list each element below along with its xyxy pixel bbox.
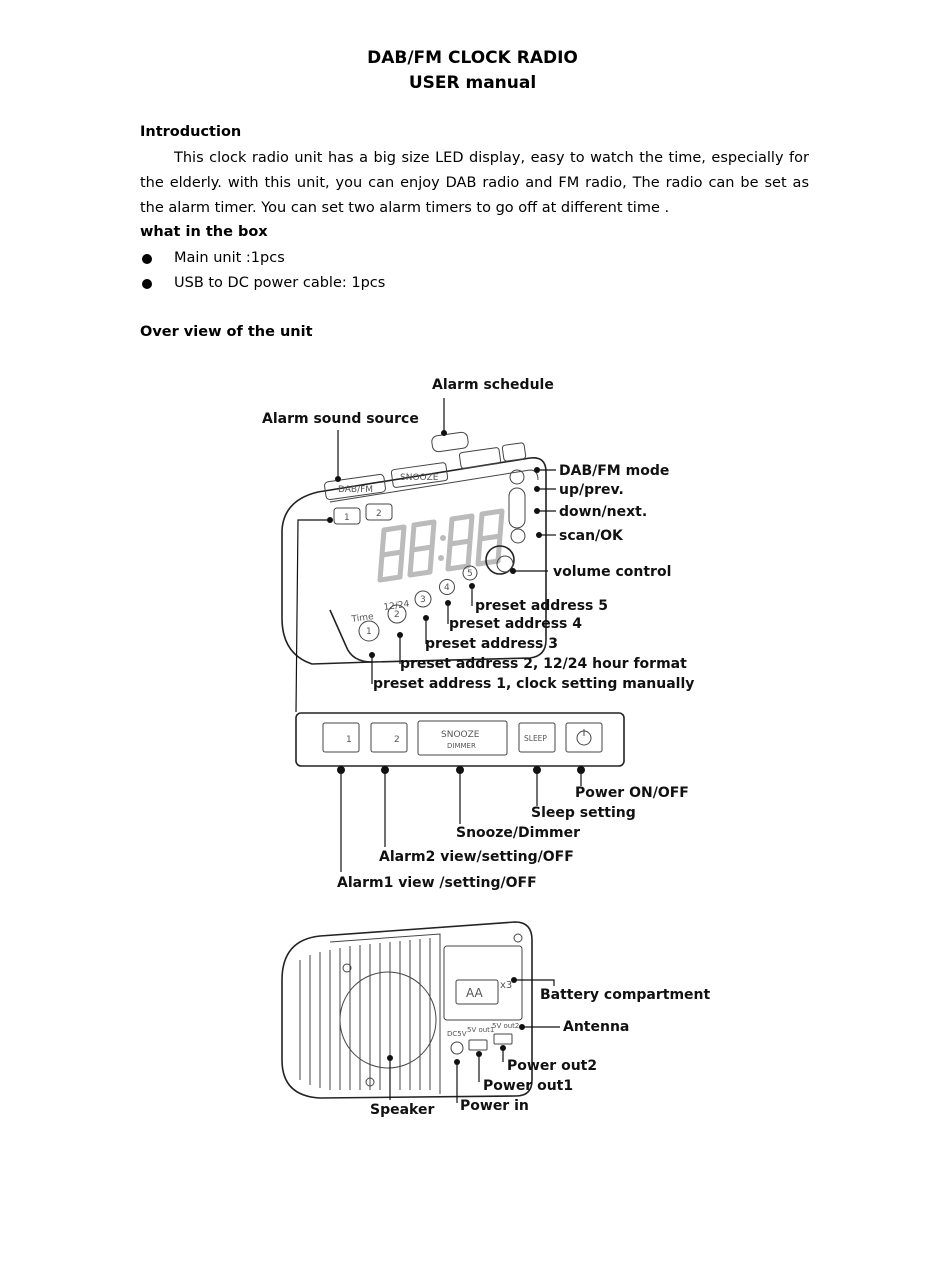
top-button-panel: 1 2 SNOOZE DIMMER SLEEP bbox=[295, 712, 625, 767]
panel-dimmer-mark: DIMMER bbox=[447, 742, 476, 750]
label-volume-control: volume control bbox=[553, 564, 671, 580]
out2-mark: 5V out2 bbox=[492, 1022, 519, 1030]
battery-qty-mark: x3 bbox=[500, 980, 512, 991]
label-power-out2: Power out2 bbox=[507, 1058, 597, 1074]
preset-mark: 4 bbox=[444, 583, 450, 593]
back-callouts: Battery compartment Antenna Power out2 P… bbox=[370, 977, 711, 1118]
box-item-text: USB to DC power cable: 1pcs bbox=[174, 275, 386, 291]
label-alarm2: Alarm2 view/setting/OFF bbox=[379, 849, 574, 865]
label-preset2: preset address 2, 12/24 hour format bbox=[400, 656, 687, 672]
battery-mark: AA bbox=[466, 986, 484, 1000]
label-up-prev: up/prev. bbox=[559, 482, 624, 498]
out1-mark: 5V out1 bbox=[467, 1026, 494, 1034]
speaker-grille bbox=[299, 938, 437, 1090]
label-scan-ok: scan/OK bbox=[559, 528, 624, 544]
introduction-paragraph: This clock radio unit has a big size LED… bbox=[140, 150, 809, 216]
back-view-illustration: AA x3 DC5V 5V out1 5V out2 bbox=[281, 921, 533, 1099]
top-dabfm-mark: DAB/FM bbox=[338, 485, 373, 495]
label-power-out1: Power out1 bbox=[483, 1078, 573, 1094]
label-sleep: Sleep setting bbox=[531, 805, 636, 821]
panel-alarm2-mark: 2 bbox=[394, 735, 400, 745]
format-mark: 12/24 bbox=[383, 599, 410, 613]
preset-mark: 2 bbox=[394, 610, 400, 620]
label-preset1: preset address 1, clock setting manually bbox=[373, 676, 694, 692]
document-title-line1: DAB/FM CLOCK RADIO bbox=[367, 48, 578, 68]
document-title-line2: USER manual bbox=[408, 73, 537, 93]
top-snooze-mark: SNOOZE bbox=[400, 473, 439, 483]
label-dab-fm-mode: DAB/FM mode bbox=[559, 463, 669, 479]
front-alarm1-mark: 1 bbox=[344, 513, 350, 523]
label-battery: Battery compartment bbox=[540, 987, 711, 1003]
panel-sleep-mark: SLEEP bbox=[524, 734, 547, 743]
label-antenna: Antenna bbox=[563, 1019, 629, 1035]
panel-callouts: Power ON/OFF Sleep setting Snooze/Dimmer… bbox=[337, 766, 689, 891]
label-snooze: Snooze/Dimmer bbox=[456, 825, 580, 841]
label-down-next: down/next. bbox=[559, 504, 647, 520]
panel-alarm1-mark: 1 bbox=[346, 735, 352, 745]
label-preset4: preset address 4 bbox=[449, 616, 582, 632]
overview-heading: Over view of the unit bbox=[140, 324, 313, 340]
preset-mark: 1 bbox=[366, 627, 372, 637]
dc-mark: DC5V bbox=[447, 1030, 467, 1038]
label-preset5: preset address 5 bbox=[475, 598, 608, 614]
bullet-icon bbox=[142, 254, 152, 264]
label-preset3: preset address 3 bbox=[425, 636, 558, 652]
box-item-text: Main unit :1pcs bbox=[174, 250, 285, 266]
front-callouts: Alarm schedule Alarm sound source DAB/FM… bbox=[262, 377, 694, 713]
label-alarm-sound-source: Alarm sound source bbox=[262, 411, 419, 427]
label-power-in: Power in bbox=[460, 1098, 529, 1114]
label-alarm-schedule: Alarm schedule bbox=[432, 377, 554, 393]
front-view-illustration: DAB/FM SNOOZE 1 2 Time 12/24 1 2 3 bbox=[281, 431, 547, 665]
panel-snooze-mark: SNOOZE bbox=[441, 730, 480, 740]
time-mark: Time bbox=[350, 612, 375, 625]
bullet-icon bbox=[142, 279, 152, 289]
label-alarm1: Alarm1 view /setting/OFF bbox=[337, 875, 537, 891]
label-power: Power ON/OFF bbox=[575, 785, 689, 801]
box-contents-heading: what in the box bbox=[140, 224, 268, 240]
front-alarm2-mark: 2 bbox=[376, 509, 382, 519]
preset-mark: 3 bbox=[420, 595, 426, 605]
label-speaker: Speaker bbox=[370, 1102, 434, 1118]
preset-mark: 5 bbox=[467, 569, 473, 579]
led-display bbox=[377, 508, 505, 583]
introduction-heading: Introduction bbox=[140, 124, 242, 140]
